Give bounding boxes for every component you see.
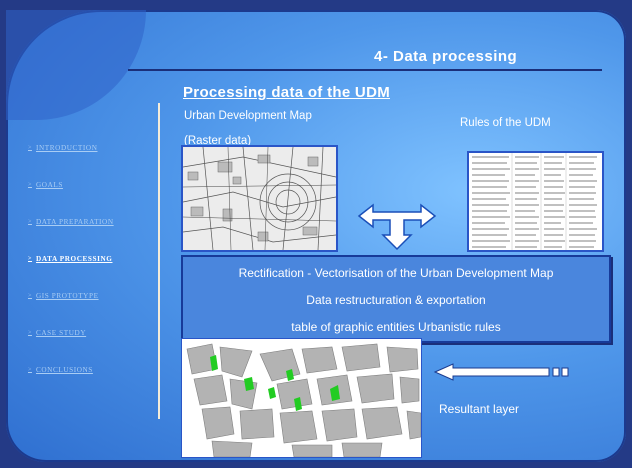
bullet-icon: > [28,329,32,336]
sub-heading: Processing data of the UDM [183,84,390,101]
process-step-3: table of graphic entities Urbanistic rul… [291,320,501,334]
nav-item-case-study[interactable]: >CASE STUDY [28,314,158,351]
panel-corner-decoration [6,10,146,120]
bullet-icon: > [28,366,32,373]
processing-steps-box: Rectification - Vectorisation of the Urb… [181,255,611,343]
nav-divider [158,103,160,419]
process-step-2: Data restructuration & exportation [306,293,486,307]
nav-menu: >INTRODUCTION >GOALS >DATA PREPARATION >… [28,129,158,388]
nav-item-label: CONCLUSIONS [35,365,93,374]
bullet-icon: > [28,218,32,225]
left-arrow-icon [433,363,569,381]
udm-label: Urban Development Map [184,110,312,122]
double-arrow-icon [357,203,437,251]
nav-item-label: DATA PREPARATION [35,217,114,226]
rules-table-image [467,151,604,252]
nav-item-gis-prototype[interactable]: >GIS PROTOTYPE [28,277,158,314]
section-title: 4- Data processing [374,48,518,65]
nav-item-label: DATA PROCESSING [36,254,113,263]
raster-label: (Raster data) [184,135,252,147]
process-step-1: Rectification - Vectorisation of the Urb… [238,266,554,280]
nav-item-conclusions[interactable]: >CONCLUSIONS [28,351,158,388]
nav-item-label: GIS PROTOTYPE [35,291,99,300]
bullet-icon: > [28,292,32,299]
nav-item-label: CASE STUDY [35,328,87,337]
nav-item-goals[interactable]: >GOALS [28,166,158,203]
nav-item-introduction[interactable]: >INTRODUCTION [28,129,158,166]
resultant-layer-map-image [181,338,422,458]
bullet-icon: > [28,181,32,188]
nav-item-data-preparation[interactable]: >DATA PREPARATION [28,203,158,240]
title-divider [128,69,602,71]
nav-item-data-processing[interactable]: >DATA PROCESSING [28,240,158,277]
bullet-icon: > [28,255,33,262]
bullet-icon: > [28,144,32,151]
raster-map-image [181,145,338,252]
nav-item-label: GOALS [35,180,63,189]
rules-label: Rules of the UDM [460,117,551,129]
nav-item-label: INTRODUCTION [35,143,98,152]
resultant-layer-label: Resultant layer [439,402,520,416]
